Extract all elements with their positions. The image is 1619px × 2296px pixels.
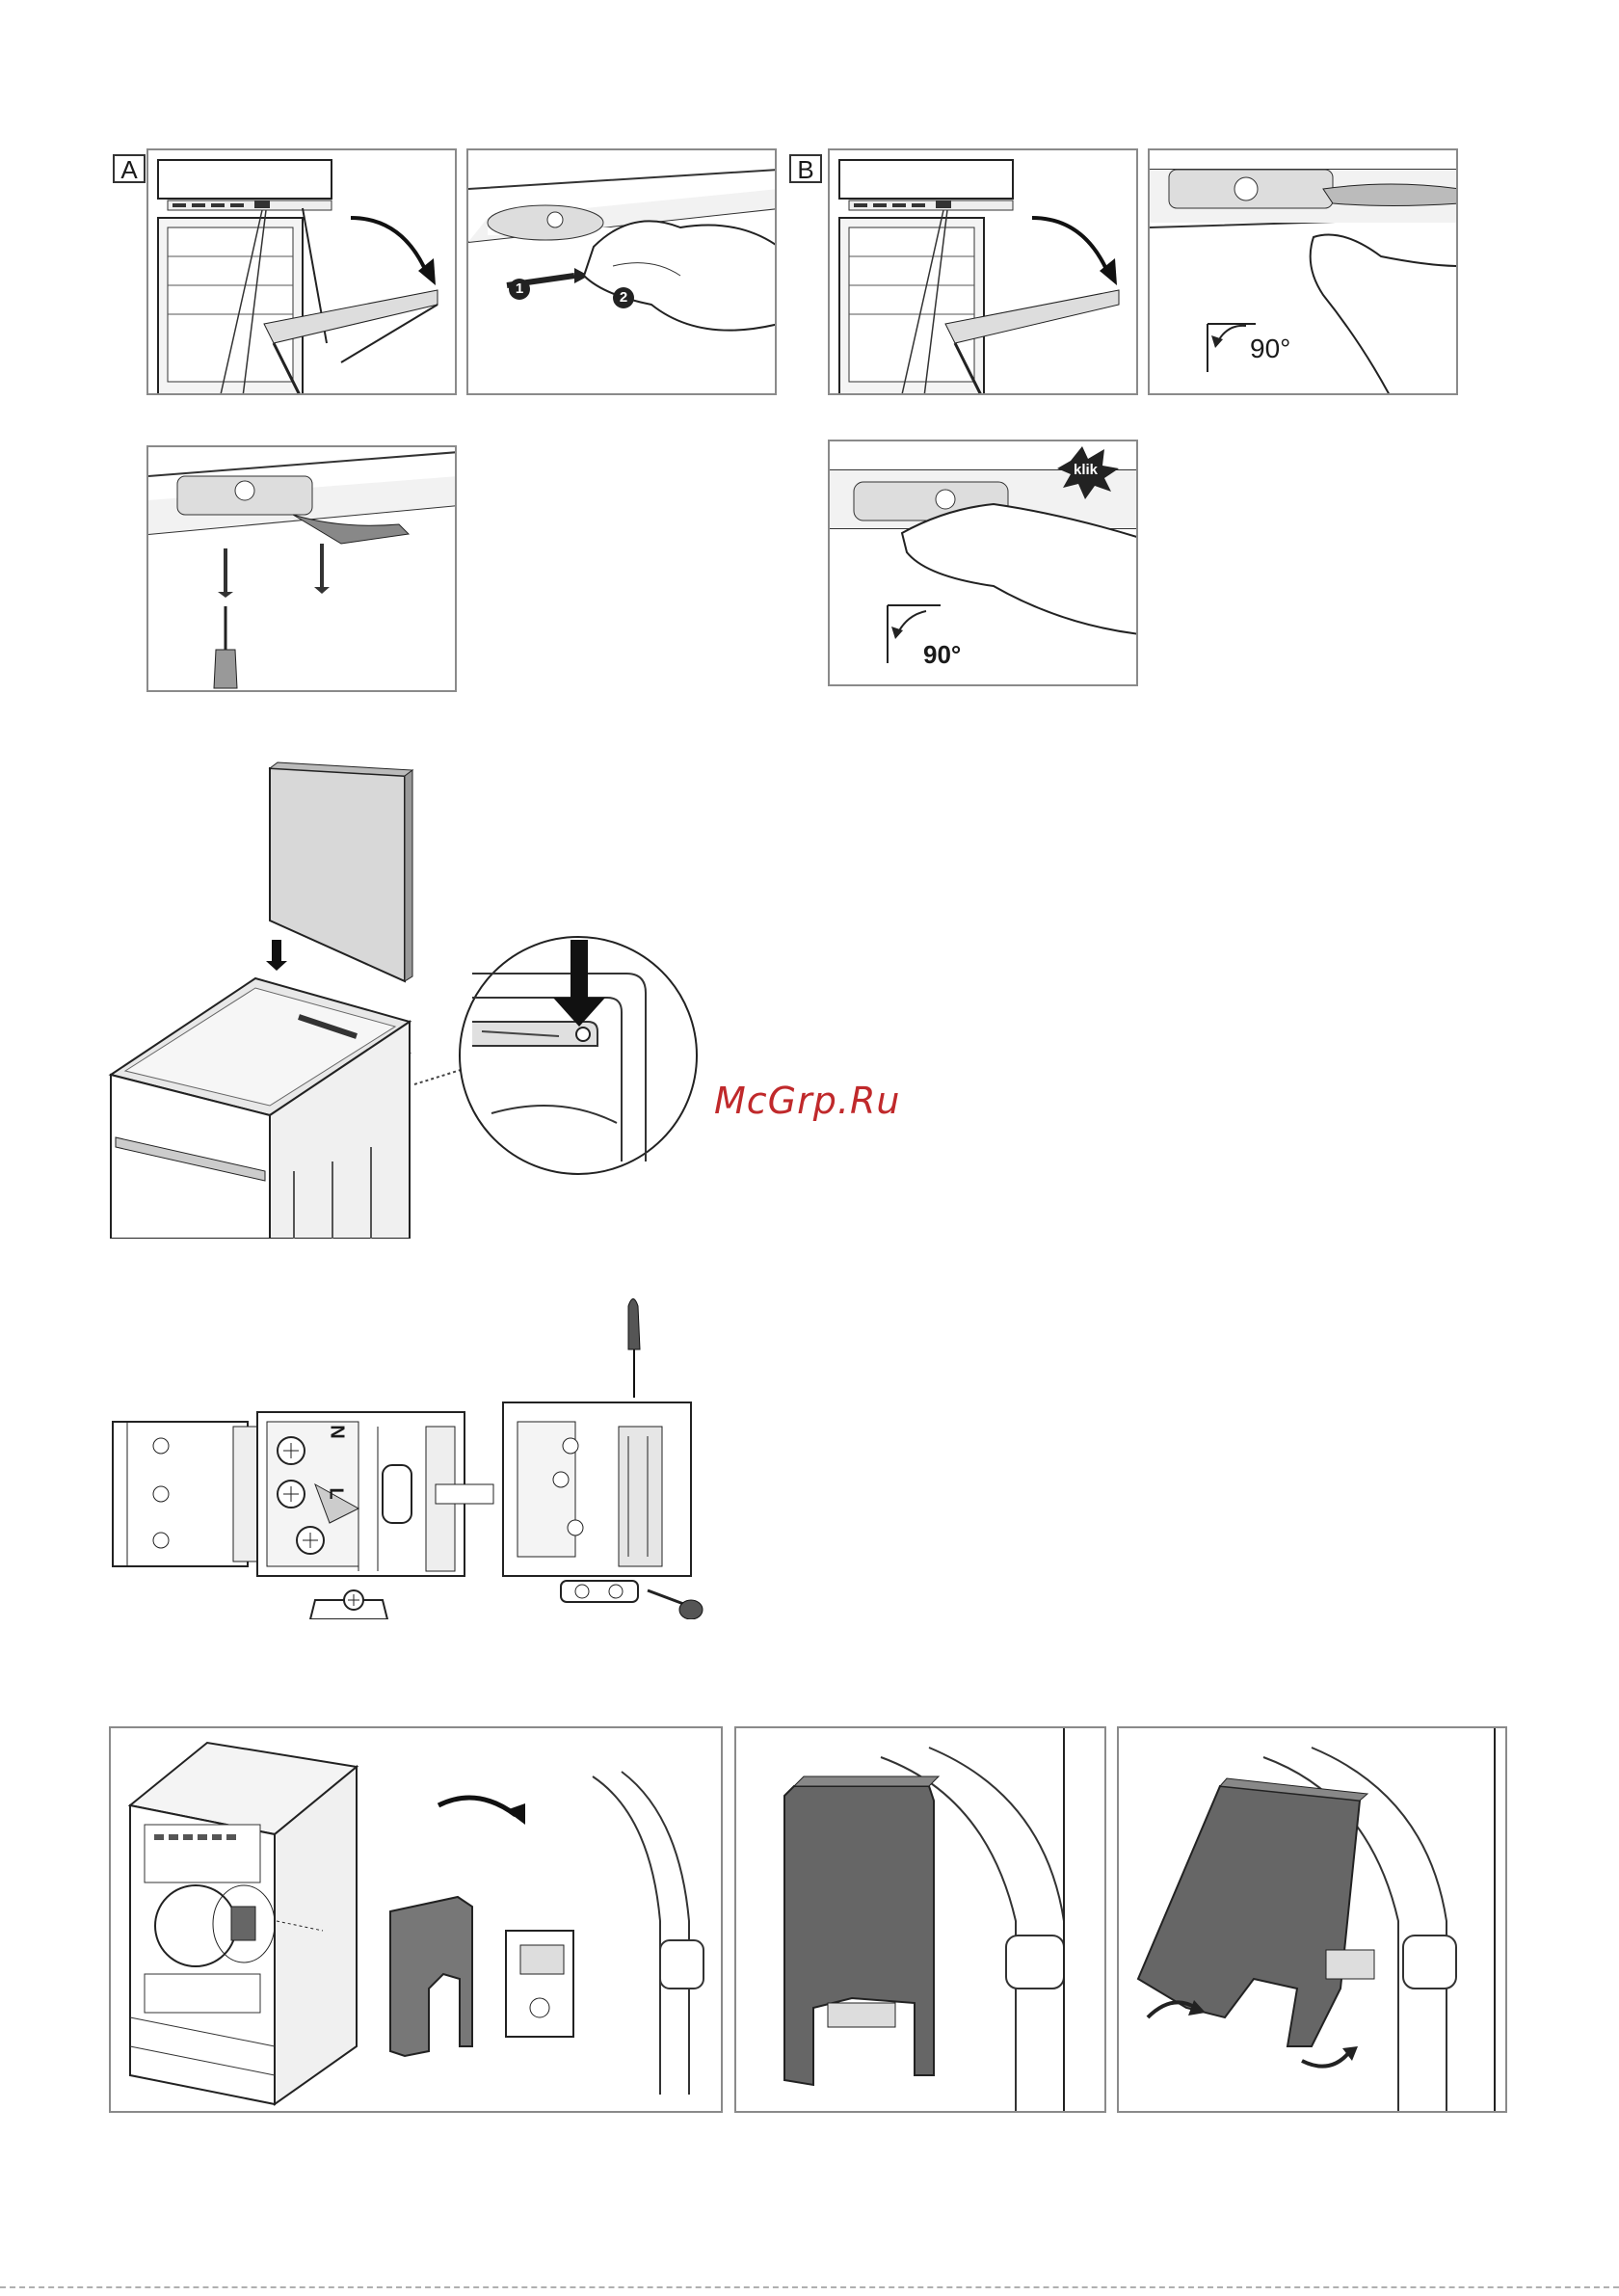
terminal-label-n: N <box>326 1425 348 1438</box>
figure-b-angle-label-bold: 90° <box>923 640 961 670</box>
page-footer-rule <box>0 2286 1619 2288</box>
figure-b-tag: B <box>789 154 822 183</box>
step-2-marker: 2 <box>613 287 634 308</box>
klik-label: klik <box>1074 462 1098 478</box>
rear-cover-overview-panel <box>109 1726 723 2113</box>
figure-b-oven-panel <box>828 148 1138 395</box>
rear-cover-fitted-panel <box>734 1726 1106 2113</box>
figure-a-tag: A <box>113 154 146 183</box>
figure-b-click-panel: klik 90° <box>828 440 1138 686</box>
figure-a-screw-panel <box>146 445 457 692</box>
watermark: McGrp.Ru <box>714 1080 900 1122</box>
figure-a-hinge-panel: 1 2 <box>466 148 777 395</box>
lid-install-illustration <box>106 757 703 1239</box>
rear-cover-removing-panel <box>1117 1726 1507 2113</box>
figure-a-oven-panel <box>146 148 457 395</box>
figure-b-angle-label: 90° <box>1250 334 1290 364</box>
terminal-block-illustration: N L <box>108 1292 715 1619</box>
terminal-label-l: L <box>325 1487 347 1499</box>
step-1-marker: 1 <box>509 279 530 300</box>
figure-b-hinge-panel: 90° <box>1148 148 1458 395</box>
